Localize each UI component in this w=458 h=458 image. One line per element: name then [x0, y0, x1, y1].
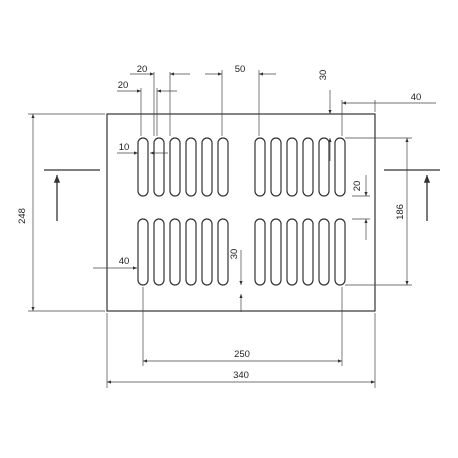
dim-label-center-gap: 30	[229, 249, 240, 260]
vent-slot	[137, 218, 149, 286]
vent-slot	[302, 218, 314, 286]
vent-slot	[201, 218, 213, 286]
vent-slot	[270, 137, 282, 197]
dim-label-slot-height: 186	[395, 204, 406, 220]
vent-slot	[137, 137, 149, 197]
dim-label-pitch-second: 20	[118, 80, 129, 91]
dim-label-top-margin: 30	[318, 70, 329, 81]
vent-slot	[201, 137, 213, 197]
vent-slot	[270, 218, 282, 286]
vent-slot	[334, 218, 346, 286]
dim-label-overall-height: 248	[17, 208, 28, 224]
vent-slot	[185, 137, 197, 197]
vent-slot	[302, 137, 314, 197]
section-markers	[44, 169, 440, 221]
dim-label-row-gap: 20	[352, 181, 363, 192]
dimension-lines	[28, 70, 436, 388]
dim-label-left-margin: 40	[119, 256, 130, 267]
dim-label-group-gap: 50	[235, 64, 246, 75]
vent-slot	[254, 137, 266, 197]
dim-label-slot-width: 10	[119, 142, 130, 153]
vent-slot	[334, 137, 346, 197]
vent-slot	[153, 218, 165, 286]
dim-label-overall-width: 340	[233, 370, 249, 381]
vent-slot	[169, 137, 181, 197]
vent-slot	[169, 218, 181, 286]
vent-slot	[185, 218, 197, 286]
vent-slot	[217, 218, 229, 286]
dim-label-pitch-top: 20	[137, 64, 148, 75]
dim-label-right-margin: 40	[411, 92, 422, 103]
slot-pattern	[137, 137, 346, 286]
vent-slot	[318, 137, 330, 197]
vent-slot	[217, 137, 229, 197]
vent-slot	[153, 137, 165, 197]
vent-slot	[286, 218, 298, 286]
vent-slot	[318, 218, 330, 286]
vent-slot	[286, 137, 298, 197]
dim-label-slot-span: 250	[234, 349, 250, 360]
vent-slot	[254, 218, 266, 286]
